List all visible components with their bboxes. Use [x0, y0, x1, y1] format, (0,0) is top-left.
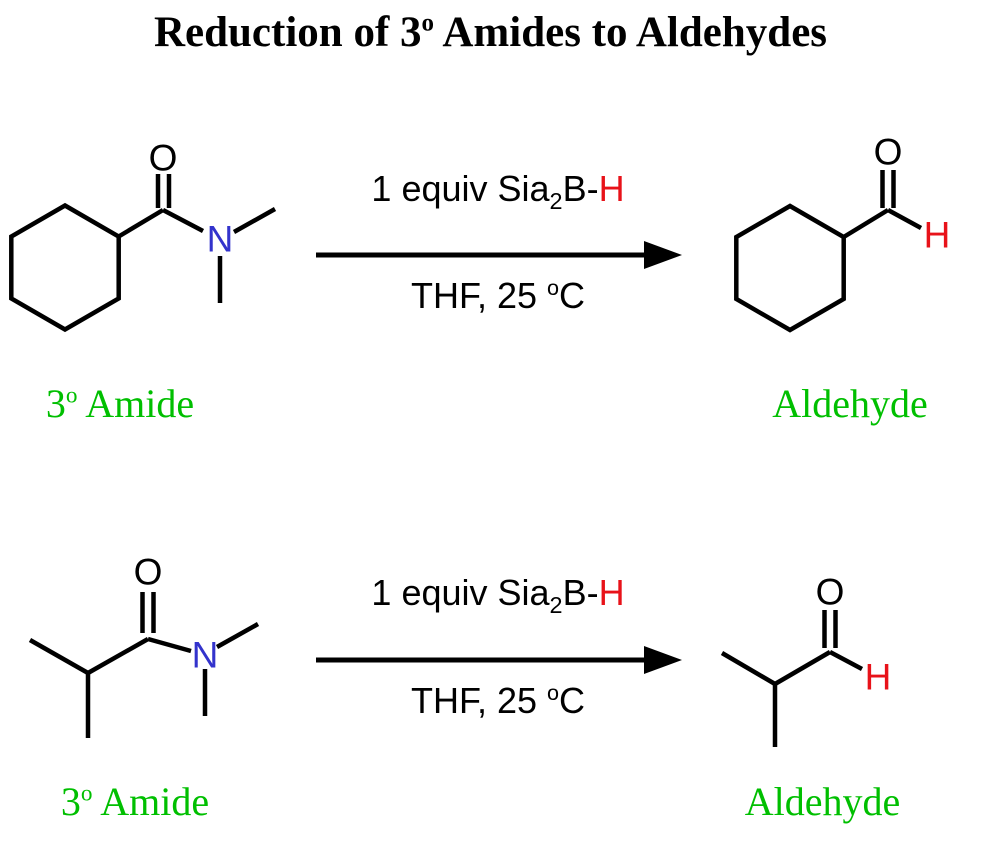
- reaction-arrow-2: [316, 646, 682, 674]
- conditions-post: C: [559, 275, 586, 316]
- oxygen-label: O: [874, 132, 903, 173]
- conditions-degree: o: [547, 680, 560, 705]
- ch-carbonyl-bond: [86, 637, 150, 675]
- oxygen-label: O: [134, 552, 163, 593]
- oxygen-label: O: [816, 572, 845, 613]
- n-methyl-bond: [232, 207, 277, 234]
- aldehyde-hydrogen-label: H: [924, 215, 951, 256]
- carbon-hydrogen-bond: [886, 208, 923, 230]
- amide-label-degree: o: [65, 382, 78, 409]
- reagent-mid: B-: [562, 572, 599, 613]
- cyclohexane-ring: [734, 203, 846, 333]
- cyclohexane-ring: [9, 202, 121, 333]
- aldehyde-structure-2: O H: [720, 572, 892, 747]
- conditions-pre: THF, 25: [410, 680, 548, 721]
- reagent-hydride: H: [598, 168, 625, 209]
- reagent-pre: 1 equiv Sia: [371, 572, 550, 613]
- carbon-nitrogen-bond: [161, 208, 205, 233]
- diagram-title: Reduction of 3o Amides to Aldehydes: [0, 8, 981, 57]
- product-label-2: Aldehyde: [744, 779, 901, 824]
- aldehyde-structure-1: O H: [734, 132, 951, 333]
- conditions-post: C: [559, 680, 586, 721]
- reactant-label-2: 3o Amide: [30, 778, 240, 825]
- conditions-text-2: THF, 25 oC: [313, 680, 683, 722]
- title-pre: Reduction of 3: [153, 9, 422, 56]
- reagent-subscript: 2: [549, 592, 563, 619]
- title-post: Amides to Aldehydes: [434, 9, 828, 56]
- conditions-degree: o: [547, 275, 560, 300]
- ch-carbonyl-bond: [773, 650, 832, 686]
- reagent-subscript: 2: [549, 188, 563, 215]
- conditions-pre: THF, 25: [410, 275, 548, 316]
- reaction-arrow-1: [316, 241, 682, 269]
- conditions-text-1: THF, 25 oC: [313, 275, 683, 317]
- amide-label-degree: o: [80, 780, 93, 807]
- reagent-pre: 1 equiv Sia: [371, 168, 550, 209]
- methyl-bond: [720, 651, 777, 686]
- arrow-head: [644, 241, 682, 269]
- n-methyl-bond: [215, 622, 260, 649]
- reactant-label-1: 3o Amide: [15, 380, 225, 427]
- reagent-mid: B-: [562, 168, 599, 209]
- ring-carbonyl-bond: [117, 208, 165, 239]
- carbon-hydrogen-bond: [828, 650, 864, 671]
- nitrogen-label: N: [192, 635, 219, 676]
- amide-label-pre: 3: [60, 779, 81, 824]
- aldehyde-hydrogen-label: H: [865, 657, 892, 698]
- carbon-nitrogen-bond: [147, 636, 192, 654]
- amide-structure-2: O N: [28, 552, 260, 738]
- amide-label-post: Amide: [92, 779, 210, 824]
- amide-structure-1: O N: [9, 138, 277, 333]
- reagent-text-2: 1 equiv Sia2B-H: [313, 572, 683, 619]
- title-superscript: o: [421, 9, 434, 37]
- product-label-1: Aldehyde: [772, 381, 928, 426]
- amide-label-pre: 3: [45, 381, 66, 426]
- methyl-bond: [28, 638, 90, 675]
- nitrogen-label: N: [207, 219, 234, 260]
- arrow-head: [644, 646, 682, 674]
- amide-label-post: Amide: [77, 381, 195, 426]
- reagent-hydride: H: [598, 572, 625, 613]
- reagent-text-1: 1 equiv Sia2B-H: [313, 168, 683, 215]
- ring-carbonyl-bond: [842, 208, 890, 239]
- oxygen-label: O: [149, 138, 178, 179]
